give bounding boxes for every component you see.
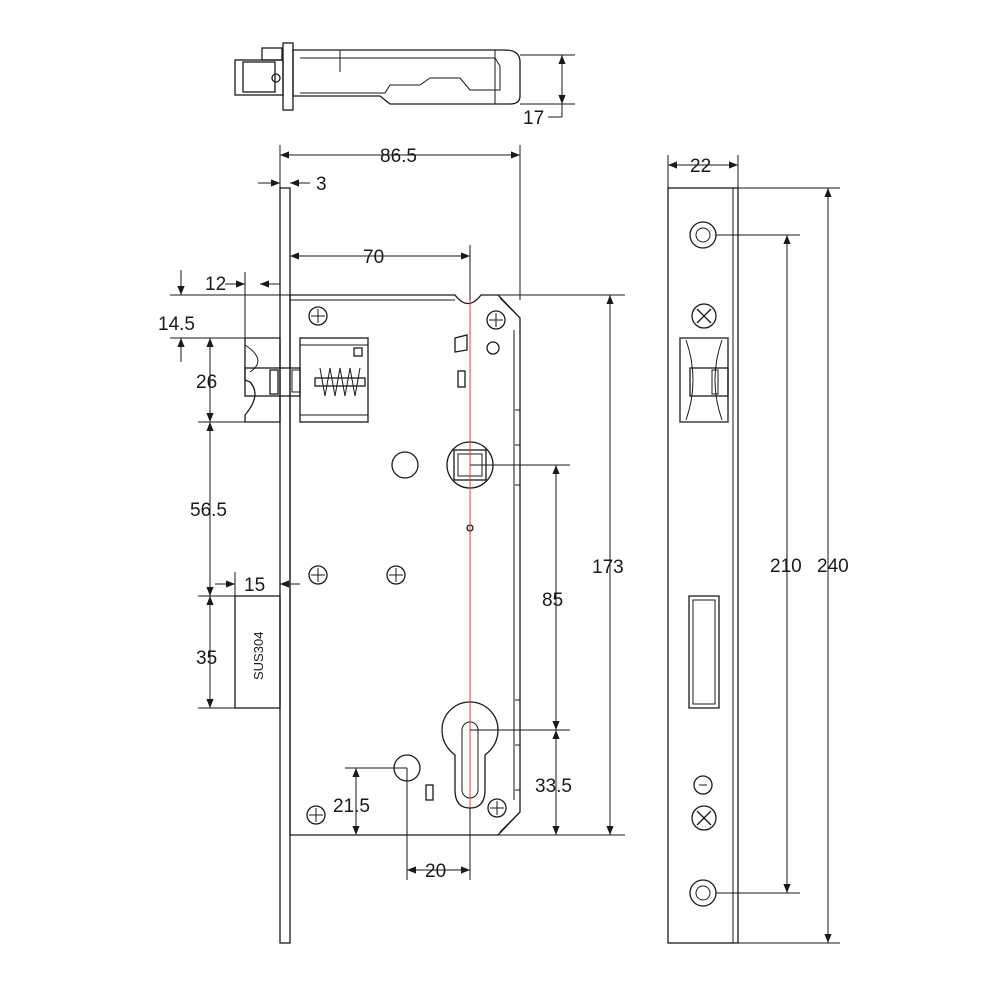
- dim-3-label: 3: [316, 174, 327, 195]
- dim-70-label: 70: [363, 247, 384, 268]
- faceplate-hole-top: [689, 221, 717, 249]
- dim-14-5-label: 14.5: [158, 314, 195, 335]
- faceplate-hole-bottom: [689, 879, 717, 907]
- faceplate-strip: [279, 187, 291, 944]
- top-view: 17: [234, 42, 575, 129]
- latch-bolt-curve: [244, 344, 259, 373]
- screw-bottom-left: [306, 805, 326, 825]
- top-view-faceplate: [282, 42, 294, 111]
- front-dimensions: 86.5 3 70 12 14.5 26 56.5 15: [158, 145, 625, 882]
- dim-35-label: 35: [196, 648, 217, 669]
- faceplate-latch-opening: [679, 337, 729, 423]
- spring-cap: [353, 347, 363, 357]
- deadbolt: [234, 595, 281, 709]
- dim-86-5-label: 86.5: [380, 146, 417, 167]
- faceplate-deadbolt-inner: [692, 599, 716, 705]
- dim-15-label: 15: [244, 575, 265, 596]
- faceplate-small-hole: [693, 775, 713, 795]
- spring-coil: [319, 367, 361, 397]
- screw-top-left: [308, 306, 328, 326]
- faceplate-latch-curve: [685, 339, 723, 421]
- top-view-body: [292, 49, 521, 105]
- screw-mid-left: [308, 565, 328, 585]
- material-stamp: SUS304: [251, 632, 266, 680]
- dim-12-label: 12: [205, 274, 226, 295]
- front-view: SUS304: [234, 187, 521, 944]
- latch-slot: [291, 369, 301, 393]
- faceplate-latch-tongue: [689, 367, 729, 397]
- small-slot-upper: [457, 370, 466, 388]
- latch-bolt: [244, 337, 281, 423]
- dim-22-label: 22: [690, 156, 711, 177]
- dim-21-5-label: 21.5: [333, 796, 370, 817]
- top-view-inner-profile: [300, 57, 501, 94]
- case-right-fins: [499, 297, 521, 833]
- faceplate-screw-bottom: [691, 805, 717, 831]
- top-view-tab: [261, 47, 283, 61]
- dim-85-label: 85: [542, 590, 563, 611]
- faceplate-latch-tongue-inner: [711, 369, 719, 395]
- dim-173-label: 173: [592, 557, 624, 578]
- latch-tongue-inner: [269, 369, 279, 395]
- dim-56-5-label: 56.5: [190, 500, 227, 521]
- faceplate-screw-top: [691, 303, 717, 329]
- spring-housing: [299, 337, 369, 423]
- faceplate-deadbolt-opening: [688, 595, 720, 709]
- dim-240-label: 240: [817, 556, 849, 577]
- euro-cylinder-inner: [461, 721, 479, 799]
- trigger-part: [454, 334, 468, 353]
- spring-rod: [314, 377, 366, 387]
- screw-mid-center: [386, 565, 406, 585]
- small-slot-lower: [425, 784, 434, 801]
- dim-210-label: 210: [770, 556, 802, 577]
- faceplate-outline: [667, 187, 739, 944]
- faceplate-hole-bottom-inner: [695, 885, 711, 901]
- faceplate-hole-top-inner: [695, 227, 711, 243]
- top-view-latch: [234, 59, 284, 96]
- screw-top-right: [486, 310, 506, 330]
- side-view: 22 210 240: [667, 155, 849, 944]
- round-hole-upper: [391, 451, 419, 479]
- screw-bottom-right: [487, 798, 507, 818]
- trigger-pin: [486, 341, 500, 355]
- dim-17-label: 17: [523, 108, 544, 129]
- dim-33-5-label: 33.5: [535, 776, 572, 797]
- dim-26-label: 26: [196, 372, 217, 393]
- top-view-pin: [271, 73, 281, 83]
- dim-20-label: 20: [425, 861, 446, 882]
- top-view-latch-inner: [242, 61, 276, 93]
